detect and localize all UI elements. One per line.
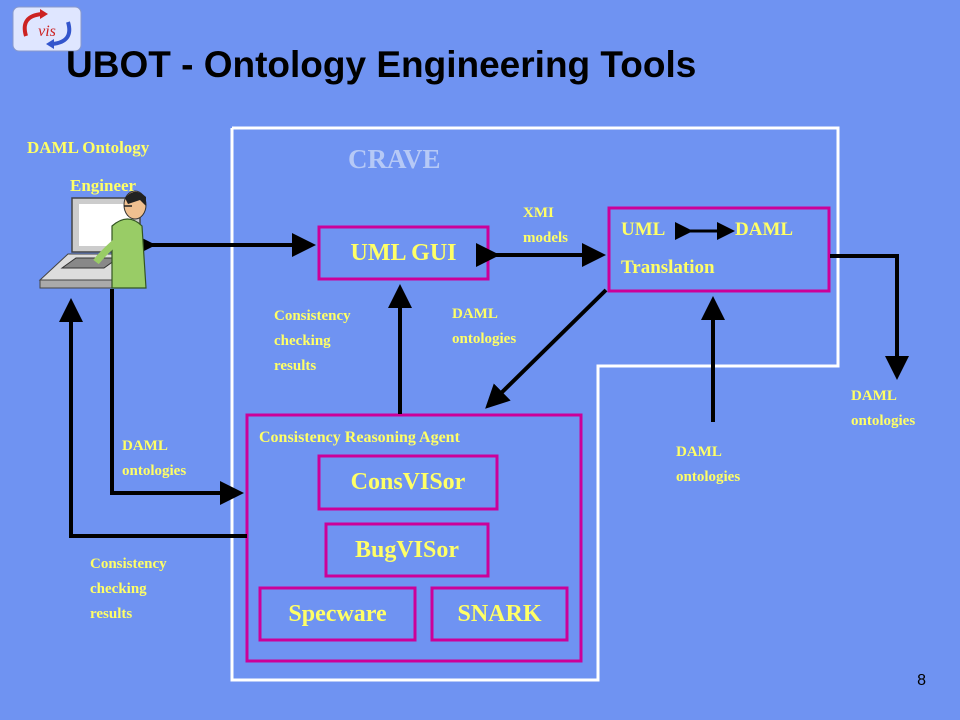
svg-text:vis: vis bbox=[38, 23, 56, 40]
snark-label: SNARK bbox=[457, 600, 542, 627]
specware-label: Specware bbox=[288, 600, 387, 627]
arrow-translation-output bbox=[830, 254, 909, 380]
agent-title: Consistency Reasoning Agent bbox=[259, 429, 460, 446]
page-number: 8 bbox=[917, 672, 926, 689]
arrow-engineer-agent bbox=[110, 289, 244, 505]
arrow-translation-agent bbox=[485, 288, 608, 409]
arrow-agent-engineer bbox=[59, 298, 247, 538]
engineer-computer-icon bbox=[38, 190, 147, 289]
consvisor-label: ConsVISor bbox=[350, 469, 466, 495]
bugvisor-label: BugVISor bbox=[354, 536, 460, 563]
engineer-label-line2: Engineer bbox=[70, 176, 137, 195]
translation-daml-label: DAML bbox=[735, 219, 794, 240]
crave-label: CRAVE bbox=[348, 144, 441, 174]
translation-box bbox=[607, 206, 831, 293]
consvisor-box bbox=[317, 454, 499, 511]
translation-label: Translation bbox=[621, 257, 715, 278]
uml-gui-label: UML GUI bbox=[350, 239, 457, 266]
engineer-label-line1: DAML Ontology bbox=[27, 138, 150, 157]
page-title: UBOT - Ontology Engineering Tools bbox=[66, 44, 697, 85]
specware-box bbox=[258, 586, 417, 642]
logo: vis bbox=[12, 6, 82, 52]
crave-container bbox=[230, 126, 840, 682]
translation-uml-label: UML bbox=[621, 219, 666, 240]
snark-box bbox=[430, 586, 569, 642]
bugvisor-box bbox=[324, 522, 490, 578]
